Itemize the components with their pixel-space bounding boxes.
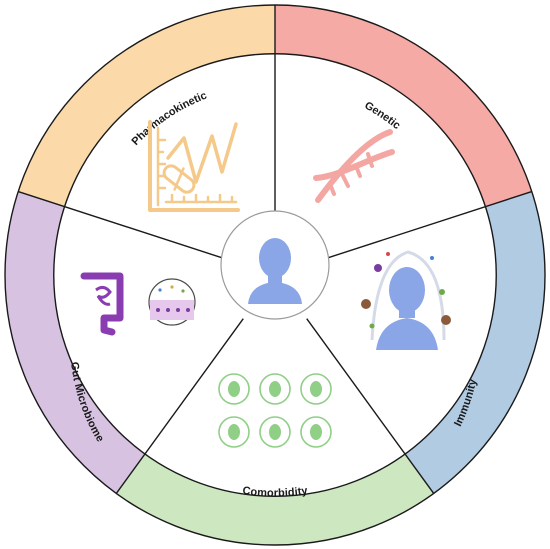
stomach-icon	[300, 373, 332, 405]
organs-icon	[218, 373, 332, 448]
kidney-icon	[218, 373, 250, 405]
person-silhouette-icon	[248, 238, 302, 304]
wheel-outlines	[4, 4, 546, 546]
comorbidity-sector	[116, 454, 434, 545]
dna-icon	[313, 129, 395, 203]
liver-icon	[259, 416, 291, 448]
genetic-sector	[275, 5, 532, 207]
genetic-label: Genetic	[362, 100, 402, 132]
intestine-small-icon	[259, 373, 291, 405]
comorbidity-label: Comorbidity	[242, 485, 310, 500]
immunity-sector	[405, 191, 545, 494]
outer-ring	[5, 5, 545, 545]
lungs-icon	[218, 416, 250, 448]
gut-microbiome-sector	[5, 191, 145, 494]
immune-person-icon	[361, 250, 451, 350]
intestine-icon	[80, 272, 196, 336]
bone-icon	[300, 416, 332, 448]
pathogen-icons	[361, 252, 451, 329]
ruler-pill-chart-icon	[148, 120, 240, 212]
pharmacokinetic-sector	[18, 5, 275, 207]
microbe-cells-icon	[150, 285, 194, 320]
center-hub	[220, 210, 330, 320]
